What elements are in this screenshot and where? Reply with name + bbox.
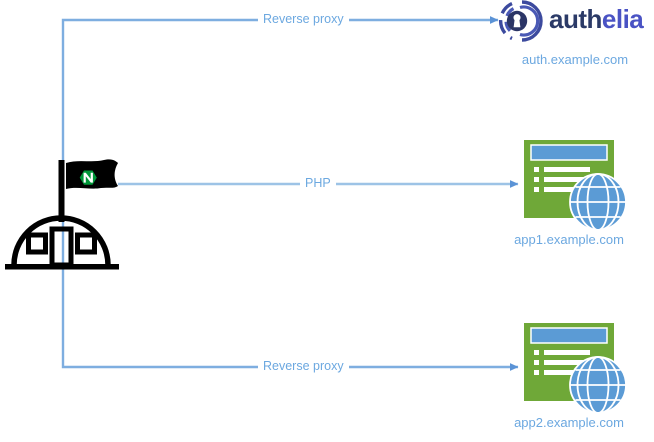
edge-label-reverse-proxy-auth: Reverse proxy [258, 12, 349, 26]
edge-label-php: PHP [300, 176, 336, 190]
authelia-wordmark: authelia [549, 4, 644, 34]
connector-reverse-proxy-app2 [61, 184, 519, 371]
authelia-wordmark-second: elia [601, 4, 644, 34]
authelia-wordmark-first: auth [549, 4, 602, 34]
app2-web-application-icon [524, 323, 627, 414]
app2-caption: app2.example.com [514, 415, 624, 430]
app1-web-application-icon [524, 140, 627, 231]
connector-group [61, 16, 519, 371]
authelia-caption: auth.example.com [521, 52, 629, 67]
edge-label-reverse-proxy-app2: Reverse proxy [258, 359, 349, 373]
app1-caption: app1.example.com [514, 232, 624, 247]
connector-reverse-proxy-auth [61, 16, 499, 184]
nginx-server-icon [5, 159, 119, 270]
authelia-lock-logo [499, 0, 543, 42]
